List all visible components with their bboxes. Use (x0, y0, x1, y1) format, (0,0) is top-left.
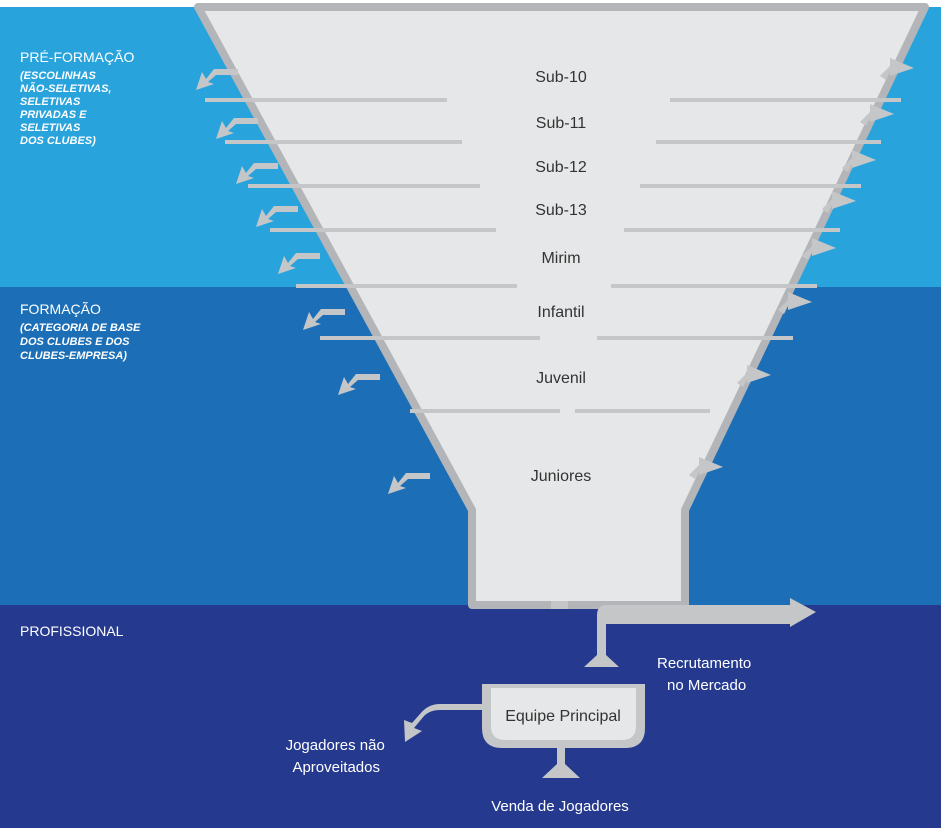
main-team-label: Equipe Principal (505, 708, 621, 725)
left-drop-out-arrow (338, 374, 380, 395)
drop-out-arrows (196, 58, 914, 494)
pre-formacao-subtitle-line: PRIVADAS E (20, 109, 87, 121)
stage-label-sub-10: Sub-10 (535, 69, 587, 86)
right-drop-out-arrow (860, 104, 894, 126)
stage-dividers (205, 98, 901, 413)
stage-label-infantil: Infantil (537, 304, 584, 321)
not-used-pipe (404, 704, 484, 742)
stage-label-sub-13: Sub-13 (535, 202, 587, 219)
sale-pipe (542, 748, 580, 778)
not-used-label-line: Jogadores não (286, 737, 385, 754)
right-drop-out-arrow (802, 238, 836, 260)
not-used-label: Jogadores não Aproveitados (286, 737, 389, 776)
left-drop-out-arrow (216, 118, 258, 139)
right-drop-out-arrow (778, 292, 812, 314)
left-drop-out-arrow (256, 206, 298, 227)
recruitment-label: Recrutamento no Mercado (657, 655, 755, 694)
formacao-title: FORMAÇÃO (20, 301, 101, 317)
stage-label-juvenil: Juvenil (536, 370, 586, 387)
recruitment-label-line: Recrutamento (657, 655, 751, 672)
stage-label-mirim: Mirim (541, 250, 580, 267)
pre-formacao-subtitle: (ESCOLINHAS NÃO-SELETIVAS, SELETIVAS PRI… (20, 70, 115, 147)
right-drop-out-arrow (689, 457, 723, 479)
right-drop-out-arrow (842, 150, 876, 172)
pre-formacao-subtitle-line: NÃO-SELETIVAS, (20, 82, 111, 95)
formacao-subtitle-line: (CATEGORIA DE BASE (20, 322, 141, 334)
profissional-zone (0, 605, 941, 828)
pre-formacao-subtitle-line: DOS CLUBES) (20, 135, 96, 147)
pre-formacao-subtitle-line: SELETIVAS (20, 122, 81, 134)
right-drop-out-arrow (737, 365, 771, 387)
stage-label-sub-12: Sub-12 (535, 159, 587, 176)
main-team-box (482, 684, 645, 748)
left-drop-out-arrow (303, 309, 345, 330)
formacao-subtitle: (CATEGORIA DE BASE DOS CLUBES E DOS CLUB… (20, 322, 143, 362)
sale-label: Venda de Jogadores (491, 798, 629, 815)
stage-label-sub-11: Sub-11 (536, 115, 587, 132)
pre-formacao-subtitle-line: (ESCOLINHAS (20, 70, 96, 82)
not-used-label-line: Aproveitados (292, 759, 380, 776)
profissional-title: PROFISSIONAL (20, 623, 124, 639)
pre-formacao-title: PRÉ-FORMAÇÃO (20, 49, 134, 65)
stage-label-juniores: Juniores (531, 468, 591, 485)
formacao-subtitle-line: DOS CLUBES E DOS (20, 336, 130, 348)
funnel-outlet (551, 601, 568, 609)
left-drop-out-arrow (278, 253, 320, 274)
pre-formacao-subtitle-line: SELETIVAS (20, 96, 81, 108)
right-drop-out-arrow (880, 58, 914, 80)
recruitment-label-line: no Mercado (667, 677, 746, 694)
left-drop-out-arrow (196, 69, 238, 90)
left-drop-out-arrow (236, 163, 278, 184)
left-drop-out-arrow (388, 473, 430, 494)
recruitment-pipe (584, 598, 816, 667)
right-drop-out-arrow (822, 191, 856, 213)
formacao-subtitle-line: CLUBES-EMPRESA) (20, 350, 127, 362)
